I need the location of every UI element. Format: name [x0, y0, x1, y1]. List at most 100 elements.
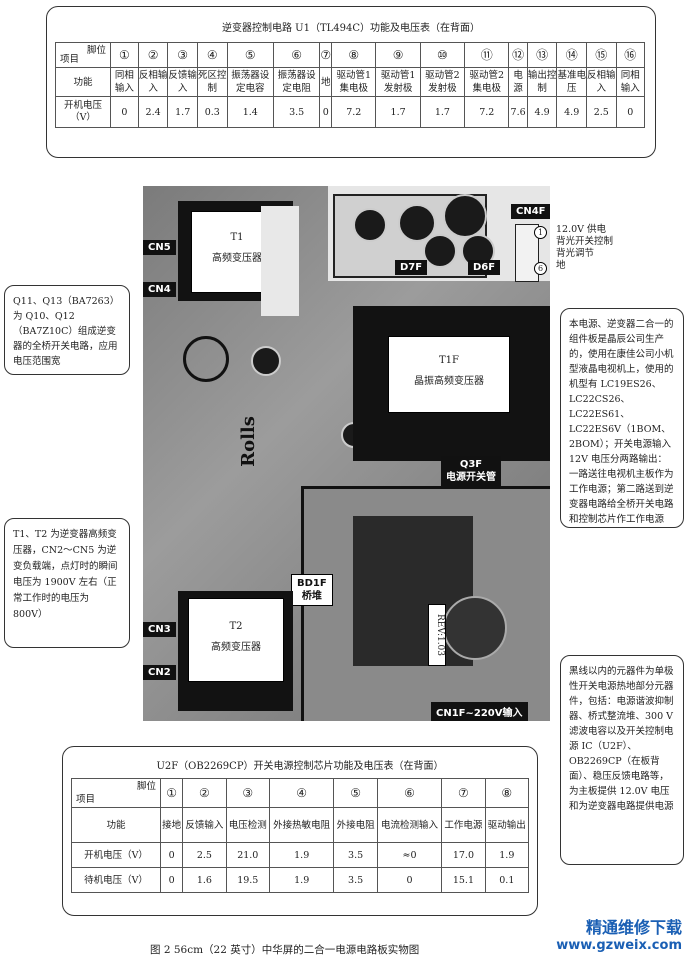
table2-corner: 脚位 项目	[71, 778, 161, 808]
t2-label: T2	[229, 621, 243, 632]
table1-pin-12: ⑫	[508, 42, 528, 68]
bd1f-text: BD1F	[297, 578, 327, 589]
watermark-url: www.gzweix.com	[556, 938, 682, 953]
table2-pin-2: ②	[182, 778, 227, 808]
table1-voltage-14: 4.9	[556, 96, 587, 128]
table1-function-2: 反相输入	[137, 67, 169, 97]
table2-standby-voltage-8: 0.1	[484, 867, 530, 893]
table1-pin-5: ⑤	[226, 42, 274, 68]
cn3-label: CN3	[143, 622, 176, 637]
table2-func-label: 功能	[71, 807, 161, 843]
cn4f-function-2: 背光开关控制	[556, 236, 614, 247]
capacitor-6	[251, 346, 281, 376]
table1-function-8: 驱动管1集电极	[331, 67, 377, 97]
table1-voltage-9: 1.7	[375, 96, 421, 128]
corner-bottom: 项目	[60, 54, 80, 65]
table1-voltage-3: 1.7	[167, 96, 198, 128]
figure-caption: 图 2 56cm（22 英寸）中华屏的二合一电源电路板实物图	[150, 944, 420, 956]
t1f-label-box: T1F 晶振高频变压器	[388, 336, 510, 413]
table1-function-1: 同相输入	[110, 67, 139, 97]
t2-sub: 高频变压器	[211, 642, 261, 653]
table1-voltage-13: 4.9	[526, 96, 558, 128]
cn4-label: CN4	[143, 282, 176, 297]
table1-function-12: 电源	[508, 67, 528, 97]
cn5-label: CN5	[143, 240, 176, 255]
table2-on-label: 开机电压（V）	[71, 842, 161, 868]
table2-function-4: 外接热敏电阻	[268, 807, 335, 843]
table1-function-7: 地	[319, 67, 333, 97]
table1-pin-8: ⑧	[331, 42, 377, 68]
cn4f-label: CN4F	[511, 204, 550, 219]
corner-top: 脚位	[136, 781, 156, 792]
table2-function-6: 电流检测输入	[376, 807, 443, 843]
table1-function-4: 死区控制	[196, 67, 228, 97]
table1-voltage-8: 7.2	[331, 96, 377, 128]
table2-standby-voltage-2: 1.6	[182, 867, 227, 893]
cn4f-function-list: 12.0V 供电背光开关控制背光调节地	[556, 224, 613, 272]
rev-label: REV:1.03	[428, 604, 446, 666]
table2-function-7: 工作电源	[441, 807, 486, 843]
t2-label-box: T2 高频变压器	[188, 598, 284, 682]
table2-standby-label: 待机电压（V）	[71, 867, 161, 893]
table2-standby-voltage-6: 0	[376, 867, 443, 893]
table2-on-voltage-6: ≈0	[376, 842, 443, 868]
table1-voltage-2: 2.4	[137, 96, 169, 128]
q3f-label: Q3F 电源开关管	[441, 456, 501, 486]
table1-title: 逆变器控制电路 U1（TL494C）功能及电压表（在背面）	[221, 23, 481, 34]
table2-function-8: 驱动输出	[484, 807, 530, 843]
table1-pin-4: ④	[196, 42, 228, 68]
table1-pin-6: ⑥	[272, 42, 321, 68]
q3f-text: Q3F	[459, 459, 483, 470]
table1-pin-13: ⑬	[526, 42, 558, 68]
table2-pin-5: ⑤	[333, 778, 378, 808]
watermark-name: 精通维修下载	[585, 918, 682, 937]
table1-corner: 脚位 项目	[55, 42, 111, 68]
table1-pin-9: ⑨	[375, 42, 421, 68]
bd1f-label: BD1F 桥堆	[291, 574, 333, 606]
capacitor-4	[423, 234, 457, 268]
note-left-top: Q11、Q13（BA7263）为 Q10、Q12（BA7Z10C）组成逆变器的全…	[4, 285, 130, 375]
cn4f-function-1: 12.0V 供电	[556, 224, 607, 235]
capacitor-3	[443, 194, 487, 238]
bd1f-sub: 桥堆	[301, 591, 322, 602]
cn4f-pin1: 1	[534, 226, 547, 239]
table2-pin-8: ⑧	[484, 778, 530, 808]
barcode-strip	[261, 206, 299, 316]
corner-top: 脚位	[86, 45, 106, 56]
table2-on-voltage-1: 0	[159, 842, 184, 868]
table1-function-10: 驱动管2发射极	[419, 67, 466, 97]
table1-voltage-15: 2.5	[586, 96, 617, 128]
table1-function-5: 振荡器设定电容	[226, 67, 274, 97]
table2-on-voltage-7: 17.0	[441, 842, 486, 868]
rolls-text: Rolls	[237, 416, 259, 467]
capacitor-2	[398, 204, 436, 242]
table1-voltage-16: 0	[615, 96, 646, 128]
capacitor-1	[353, 208, 387, 242]
table1-function-9: 驱动管1发射极	[375, 67, 421, 97]
table2-standby-voltage-4: 1.9	[268, 867, 335, 893]
table2-on-voltage-5: 3.5	[333, 842, 378, 868]
table1-function-11: 驱动管2集电极	[464, 67, 510, 97]
table1-function-14: 基准电压	[556, 67, 587, 97]
table2-on-voltage-3: 21.0	[225, 842, 270, 868]
cn4f-function-3: 背光调节	[556, 248, 595, 259]
table2-standby-voltage-3: 19.5	[225, 867, 270, 893]
table2-panel: U2F（OB2269CP）开关电源控制芯片功能及电压表（在背面） 脚位 项目 ①…	[62, 746, 538, 916]
table2-on-voltage-4: 1.9	[268, 842, 335, 868]
table2-standby-voltage-7: 15.1	[441, 867, 486, 893]
table1-voltage-11: 7.2	[464, 96, 510, 128]
circuit-board-photo: D7F D6F CN4F T1 高频变压器 CN5 CN4 Rolls T1F …	[143, 186, 550, 721]
t1f-sub: 晶振高频变压器	[414, 376, 484, 387]
table1-function-15: 反相输入	[586, 67, 617, 97]
table2-function-5: 外接电阻	[333, 807, 378, 843]
cn1f-label: CN1F~220V输入	[431, 702, 528, 721]
table2-pin-4: ④	[268, 778, 335, 808]
table2-function-3: 电压检测	[225, 807, 270, 843]
d6f-label: D6F	[468, 260, 501, 275]
table1-function-13: 输出控制	[526, 67, 558, 97]
table1-volt-label: 开机电压（V）	[55, 96, 111, 128]
cn2-label: CN2	[143, 665, 176, 680]
table1-voltage-6: 3.5	[272, 96, 321, 128]
table2-on-voltage-8: 1.9	[484, 842, 530, 868]
